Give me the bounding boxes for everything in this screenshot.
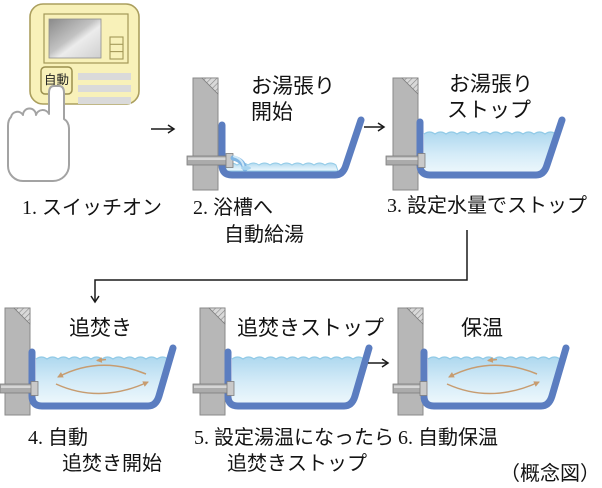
hand-pointer-icon <box>7 85 70 182</box>
wall-section <box>192 77 219 191</box>
arrow-right-icon <box>364 114 392 140</box>
step4-label-line2: 追焚き開始 <box>62 453 162 475</box>
tub-keepwarm-illustration <box>392 307 570 416</box>
tub-water-full <box>424 132 556 174</box>
step4-label-line1: 4. 自動 <box>28 427 88 449</box>
tub-reheat-stop-illustration <box>192 307 373 416</box>
arrow-right-icon <box>368 350 396 376</box>
step5-caption: 追焚きストップ <box>237 316 384 340</box>
faucet <box>192 381 235 396</box>
arrow-right-icon <box>151 116 184 142</box>
step6-caption: 保温 <box>461 316 503 340</box>
water-surface <box>427 356 561 360</box>
remote-side-buttons <box>109 36 124 60</box>
circulation-arrows-icon <box>446 356 540 395</box>
tub-water-full <box>232 357 364 405</box>
remote-label-lines <box>78 73 131 104</box>
circulation-arrows-icon <box>55 356 149 395</box>
remote-control-illustration: 自動 <box>7 3 140 182</box>
bathtub-outline <box>28 344 177 410</box>
pouring-water <box>230 155 251 172</box>
step2-caption-line2: 開始 <box>251 100 293 124</box>
faucet <box>392 381 428 396</box>
tub-water-full <box>428 357 560 405</box>
wall-section <box>392 77 419 191</box>
water-surface <box>231 356 365 360</box>
bathtub-outline <box>416 116 566 179</box>
wall-section <box>4 307 31 416</box>
remote-display-panel <box>43 13 129 64</box>
step5-label-line1: 5. 設定湯温になったら <box>194 427 394 449</box>
tub-water-shallow <box>225 162 339 172</box>
step5-label-line2: 追焚きストップ <box>227 453 367 475</box>
bathtub-outline <box>224 344 373 410</box>
step6-label: 6. 自動保温 <box>398 427 498 449</box>
faucet <box>186 153 234 168</box>
tub-water-full <box>36 357 168 405</box>
step4-caption: 追焚き <box>69 316 132 340</box>
tub-filling-illustration <box>186 77 365 191</box>
bathtub-outline <box>218 116 365 179</box>
bathtub-outline <box>420 344 570 410</box>
faucet <box>385 153 426 168</box>
wall-section <box>397 307 424 416</box>
remote-screen <box>48 18 102 59</box>
step3-label: 3. 設定水量でストップ <box>387 195 587 217</box>
auto-button-label: 自動 <box>44 73 69 87</box>
water-surface <box>423 131 557 135</box>
concept-note: （概念図） <box>500 463 600 485</box>
flow-connector-arrow <box>85 230 468 316</box>
step2-caption-line1: お湯張り <box>251 74 335 98</box>
step3-caption-line1: お湯張り <box>449 72 533 96</box>
step2-label-line2: 自動給湯 <box>224 224 304 246</box>
faucet <box>0 381 39 396</box>
tub-reheat-illustration <box>0 307 177 416</box>
step3-caption-line2: ストップ <box>447 98 531 122</box>
wall-section <box>199 307 226 416</box>
tub-full-illustration <box>385 77 566 191</box>
step2-label-line1: 2. 浴槽へ <box>193 197 273 219</box>
step1-label: 1. スイッチオン <box>22 197 162 219</box>
